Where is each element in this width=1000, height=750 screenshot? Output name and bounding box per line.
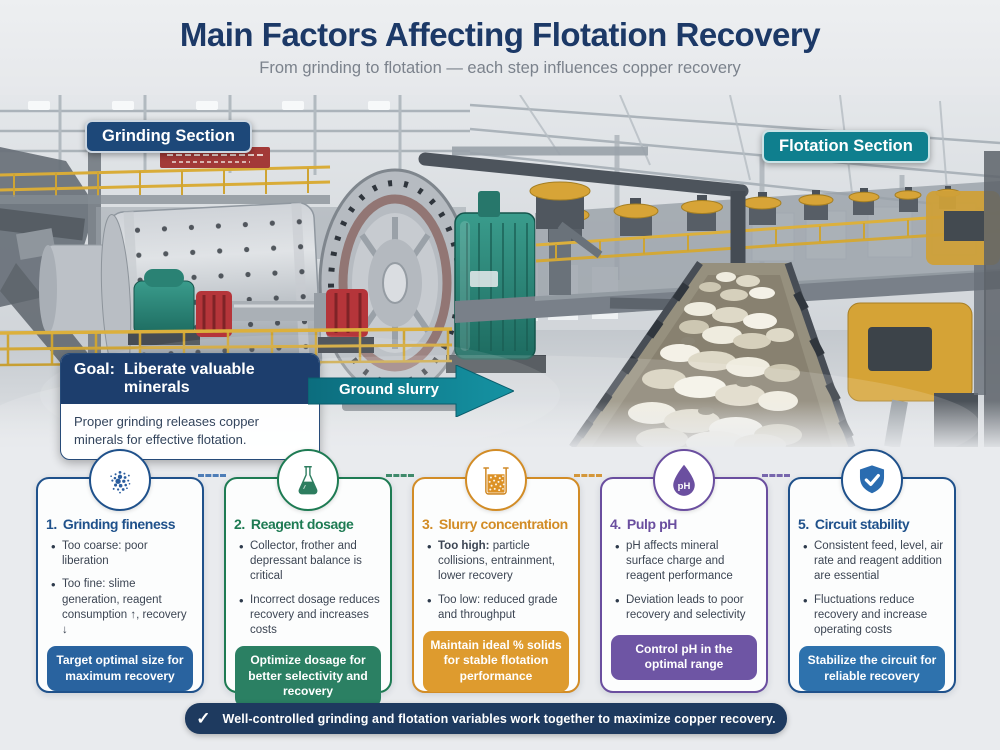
card-number: 2. — [234, 516, 245, 532]
summary-bar: ✓ Well-controlled grinding and flotation… — [185, 703, 787, 734]
action-pill: Target optimal size for maximum recovery — [47, 646, 193, 692]
card-number: 3. — [422, 516, 433, 532]
card-bullets: Too high: particle collisions, entrainme… — [414, 538, 578, 631]
card-title: 4. Pulp pH — [610, 516, 758, 532]
checkmark-icon: ✓ — [196, 708, 211, 728]
action-pill: Maintain ideal % solids for stable flota… — [423, 630, 569, 692]
page-subtitle: From grinding to flotation — each step i… — [259, 59, 741, 77]
card-title-text: Reagent dosage — [250, 516, 354, 532]
header: Main Factors Affecting Flotation Recover… — [0, 0, 1000, 95]
card-title-text: Grinding fineness — [62, 516, 176, 532]
bullet-item: Too low: reduced grade and throughput — [427, 592, 570, 623]
card-number: 1. — [46, 516, 57, 532]
connector-dash-1 — [198, 474, 226, 477]
connector-dash-4 — [762, 474, 790, 477]
bullet-item: Too fine: slime generation, reagent cons… — [51, 576, 194, 638]
bullet-item: Collector, frother and depressant balanc… — [239, 538, 382, 585]
ground-slurry-arrow: Ground slurry — [308, 365, 514, 417]
card-grinding-fineness: 1. Grinding fineness Too coarse: poor li… — [36, 449, 204, 693]
dots-cluster-icon — [89, 449, 151, 511]
bullet-item: Consistent feed, level, air rate and rea… — [803, 538, 946, 585]
connector-dash-2 — [386, 474, 414, 477]
bullet-item: Incorrect dosage reduces recovery and in… — [239, 592, 382, 639]
factor-cards-row: 1. Grinding fineness Too coarse: poor li… — [36, 447, 956, 707]
goal-title: Liberate valuable minerals — [123, 361, 255, 396]
action-pill: Optimize dosage for better selectivity a… — [235, 646, 381, 707]
card-number: 5. — [798, 516, 809, 532]
svg-text:pH: pH — [678, 481, 691, 492]
grinding-section-badge: Grinding Section — [85, 120, 252, 153]
action-pill: Control pH in the optimal range — [611, 634, 757, 680]
beaker-icon — [465, 449, 527, 511]
card-pulp-ph: pH 4. Pulp pH pH affects mineral surface… — [600, 449, 768, 693]
card-title-text: Circuit stability — [814, 516, 910, 532]
goal-callout: Goal: Liberate valuable minerals Proper … — [60, 353, 320, 461]
bullet-item: Too coarse: poor liberation — [51, 538, 194, 569]
goal-label: Goal: — [74, 361, 115, 378]
bullet-item: pH affects mineral surface charge and re… — [615, 538, 758, 585]
action-pill: Stabilize the circuit for reliable recov… — [799, 646, 945, 692]
card-title-text: Pulp pH — [626, 516, 677, 532]
flotation-section-badge: Flotation Section — [762, 130, 930, 163]
card-slurry-concentration: 3. Slurry concentration Too high: partic… — [412, 449, 580, 693]
goal-body-text: Proper grinding releases copper minerals… — [74, 414, 259, 447]
right-arrow-icon — [308, 365, 514, 417]
ground-slurry-label: Ground slurry — [338, 381, 439, 398]
card-reagent-dosage: 2. Reagent dosage Collector, frother and… — [224, 449, 392, 707]
flask-icon — [277, 449, 339, 511]
card-bullets: pH affects mineral surface charge and re… — [602, 538, 766, 631]
bullet-item: Fluctuations reduce recovery and increas… — [803, 592, 946, 639]
bullet-item: Deviation leads to poor recovery and sel… — [615, 592, 758, 623]
card-bullets: Consistent feed, level, air rate and rea… — [790, 538, 954, 646]
summary-text: Well-controlled grinding and flotation v… — [222, 711, 776, 726]
card-bullets: Too coarse: poor liberation Too fine: sl… — [38, 538, 202, 646]
connector-dash-3 — [574, 474, 602, 477]
card-circuit-stability: 5. Circuit stability Consistent feed, le… — [788, 449, 956, 693]
shield-check-icon — [841, 449, 903, 511]
card-title: 3. Slurry concentration — [422, 516, 570, 532]
goal-callout-header: Goal: Liberate valuable minerals — [61, 354, 319, 404]
card-title: 5. Circuit stability — [798, 516, 946, 532]
page-title: Main Factors Affecting Flotation Recover… — [179, 16, 821, 53]
ph-droplet-icon: pH — [653, 449, 715, 511]
plant-photo: Grinding Section Flotation Section Goal:… — [0, 95, 1000, 461]
card-title: 2. Reagent dosage — [234, 516, 382, 532]
bullet-item: Too high: particle collisions, entrainme… — [427, 538, 570, 585]
card-title-text: Slurry concentration — [438, 516, 568, 532]
card-bullets: Collector, frother and depressant balanc… — [226, 538, 390, 646]
card-title: 1. Grinding fineness — [46, 516, 194, 532]
card-number: 4. — [610, 516, 621, 532]
